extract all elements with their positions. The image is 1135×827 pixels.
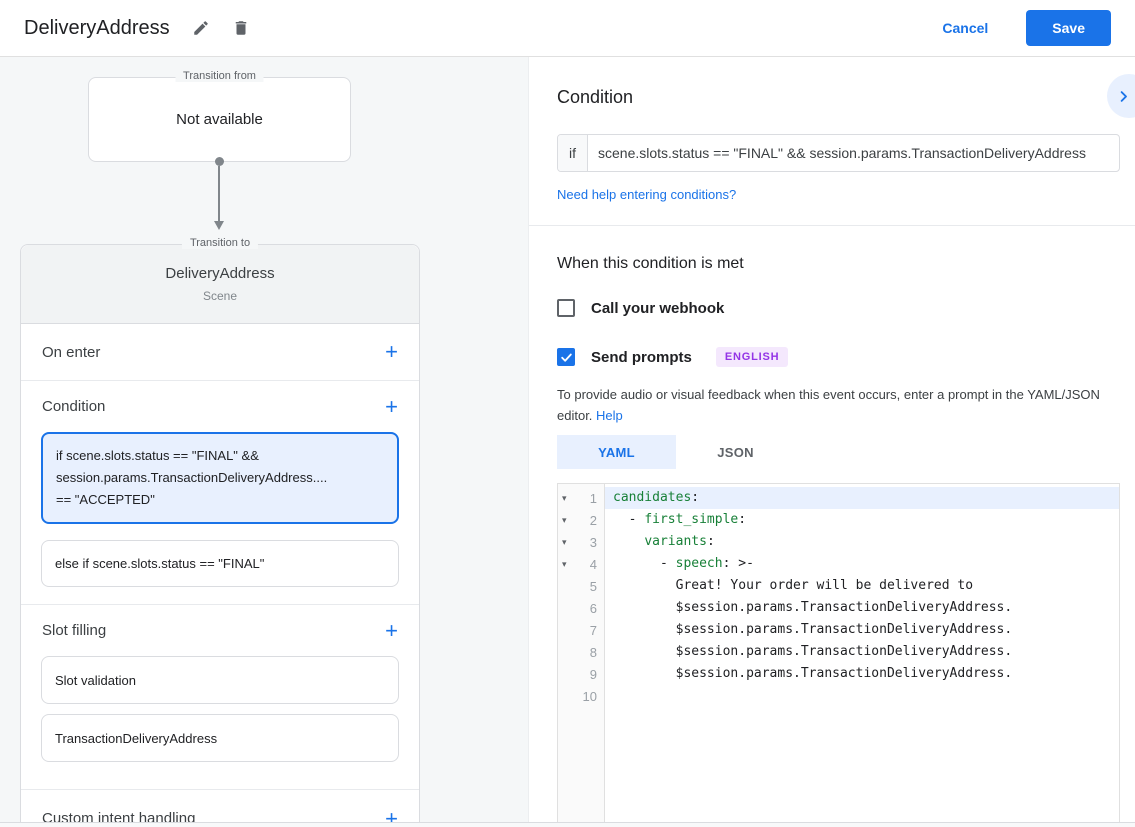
cancel-button[interactable]: Cancel	[942, 20, 989, 36]
line-number: 3	[589, 534, 597, 550]
add-slot-icon[interactable]: +	[385, 617, 398, 643]
code-line: $session.params.TransactionDeliveryAddre…	[675, 600, 1013, 615]
webhook-row: Call your webhook	[557, 299, 1135, 317]
scene-flow-panel: Transition from Not available Transition…	[0, 57, 528, 827]
line-number: 2	[589, 512, 597, 528]
scene-type: Scene	[202, 289, 238, 303]
slot-item[interactable]: TransactionDeliveryAddress	[41, 714, 399, 762]
on-enter-row[interactable]: On enter +	[21, 324, 419, 381]
transition-arrow	[214, 157, 224, 230]
line-number: 7	[589, 622, 597, 638]
hint-body: To provide audio or visual feedback when…	[557, 387, 1100, 423]
gutter-line: 9	[558, 663, 604, 685]
gutter-line: 7	[558, 619, 604, 641]
code-line: - speech: >-	[613, 556, 754, 571]
code-line: candidates:	[605, 487, 1119, 509]
code-line: - first_simple:	[613, 512, 747, 527]
scene-card-header[interactable]: DeliveryAddress Scene	[21, 245, 419, 324]
call-webhook-label: Call your webhook	[591, 299, 725, 317]
condition-editor-panel: Condition if scene.slots.status == "FINA…	[528, 57, 1135, 827]
panel-divider	[529, 225, 1135, 226]
code-line: $session.params.TransactionDeliveryAddre…	[675, 644, 1013, 659]
slot-validation-item[interactable]: Slot validation	[41, 656, 399, 704]
code-line	[605, 685, 1119, 707]
gutter-line: ▾1	[558, 487, 604, 509]
save-button[interactable]: Save	[1026, 10, 1111, 46]
edit-title-button[interactable]	[192, 19, 210, 37]
code-line: Great! Your order will be delivered to	[675, 578, 974, 593]
gutter-line: 5	[558, 575, 604, 597]
editor-gutter: ▾1 ▾2 ▾3 ▾4 5 6 7 8 9 10	[558, 484, 605, 826]
code-line: $session.params.TransactionDeliveryAddre…	[675, 666, 1013, 681]
fold-arrow-icon[interactable]: ▾	[562, 558, 567, 569]
send-prompts-label: Send prompts	[591, 348, 692, 366]
help-link[interactable]: Help	[596, 408, 623, 423]
editor-code-area[interactable]: candidates: - first_simple: variants: - …	[605, 484, 1119, 826]
fold-arrow-icon[interactable]: ▾	[562, 492, 567, 503]
tab-json[interactable]: JSON	[717, 444, 754, 460]
send-prompts-row: Send prompts ENGLISH	[557, 347, 1135, 367]
line-number: 10	[582, 688, 597, 704]
prompt-hint-text: To provide audio or visual feedback when…	[557, 384, 1120, 426]
language-badge: ENGLISH	[715, 347, 789, 367]
if-prefix-label: if	[558, 135, 588, 171]
scene-name: DeliveryAddress	[165, 265, 275, 282]
arrow-line	[218, 166, 220, 221]
gutter-line: 6	[558, 597, 604, 619]
tab-yaml[interactable]: YAML	[557, 435, 676, 469]
condition-item-selected[interactable]: if scene.slots.status == "FINAL" && sess…	[41, 432, 399, 524]
arrow-head-icon	[214, 221, 224, 230]
fold-arrow-icon[interactable]: ▾	[562, 536, 567, 547]
condition-label: Condition	[42, 398, 106, 415]
condition-section: Condition + if scene.slots.status == "FI…	[21, 381, 419, 605]
add-on-enter-icon[interactable]: +	[385, 339, 398, 364]
collapse-panel-button[interactable]	[1107, 74, 1135, 118]
fold-arrow-icon[interactable]: ▾	[562, 514, 567, 525]
transition-from-label: Transition from	[175, 70, 264, 82]
check-icon	[560, 351, 573, 364]
slot-filling-section-head[interactable]: Slot filling +	[21, 605, 419, 656]
condition-item[interactable]: else if scene.slots.status == "FINAL"	[41, 540, 399, 587]
call-webhook-checkbox[interactable]	[557, 299, 575, 317]
on-enter-label: On enter	[42, 343, 101, 361]
transition-to-label: Transition to	[181, 237, 259, 249]
panel-title: Condition	[557, 87, 634, 107]
arrow-dot	[214, 157, 224, 166]
line-number: 9	[589, 666, 597, 682]
when-condition-title: When this condition is met	[557, 255, 744, 272]
prompt-format-tabs: YAML JSON	[557, 435, 1135, 469]
delete-scene-button[interactable]	[232, 19, 250, 37]
pencil-icon	[192, 19, 210, 37]
conditions-help-link[interactable]: Need help entering conditions?	[557, 187, 737, 202]
page-title: DeliveryAddress	[24, 16, 170, 39]
line-number: 4	[589, 556, 597, 572]
gutter-line: 8	[558, 641, 604, 663]
gutter-line: ▾2	[558, 509, 604, 531]
condition-section-head[interactable]: Condition +	[21, 381, 419, 432]
add-condition-icon[interactable]: +	[385, 393, 398, 419]
gutter-line: 10	[558, 685, 604, 707]
transition-from-box: Transition from Not available	[88, 70, 351, 162]
line-number: 5	[589, 578, 597, 594]
slot-filling-section: Slot filling + Slot validation Transacti…	[21, 605, 419, 790]
transition-from-value: Not available	[176, 111, 263, 128]
line-number: 8	[589, 644, 597, 660]
line-number: 1	[589, 490, 597, 506]
viewport-bottom-edge	[0, 822, 1135, 827]
gutter-line: ▾4	[558, 553, 604, 575]
transition-to-card: Transition to DeliveryAddress Scene On e…	[20, 237, 420, 827]
yaml-code-editor[interactable]: ▾1 ▾2 ▾3 ▾4 5 6 7 8 9 10 candidates: - f…	[557, 483, 1120, 827]
condition-expression-field: if scene.slots.status == "FINAL" && sess…	[557, 134, 1120, 172]
condition-expression-input[interactable]: scene.slots.status == "FINAL" && session…	[598, 145, 1086, 161]
slot-filling-label: Slot filling	[42, 622, 107, 639]
send-prompts-checkbox[interactable]	[557, 348, 575, 366]
trash-icon	[232, 19, 250, 37]
code-line: variants:	[644, 534, 715, 549]
code-line: $session.params.TransactionDeliveryAddre…	[675, 622, 1013, 637]
chevron-right-icon	[1116, 89, 1131, 104]
app-header: DeliveryAddress Cancel Save	[0, 0, 1135, 57]
line-number: 6	[589, 600, 597, 616]
gutter-line: ▾3	[558, 531, 604, 553]
